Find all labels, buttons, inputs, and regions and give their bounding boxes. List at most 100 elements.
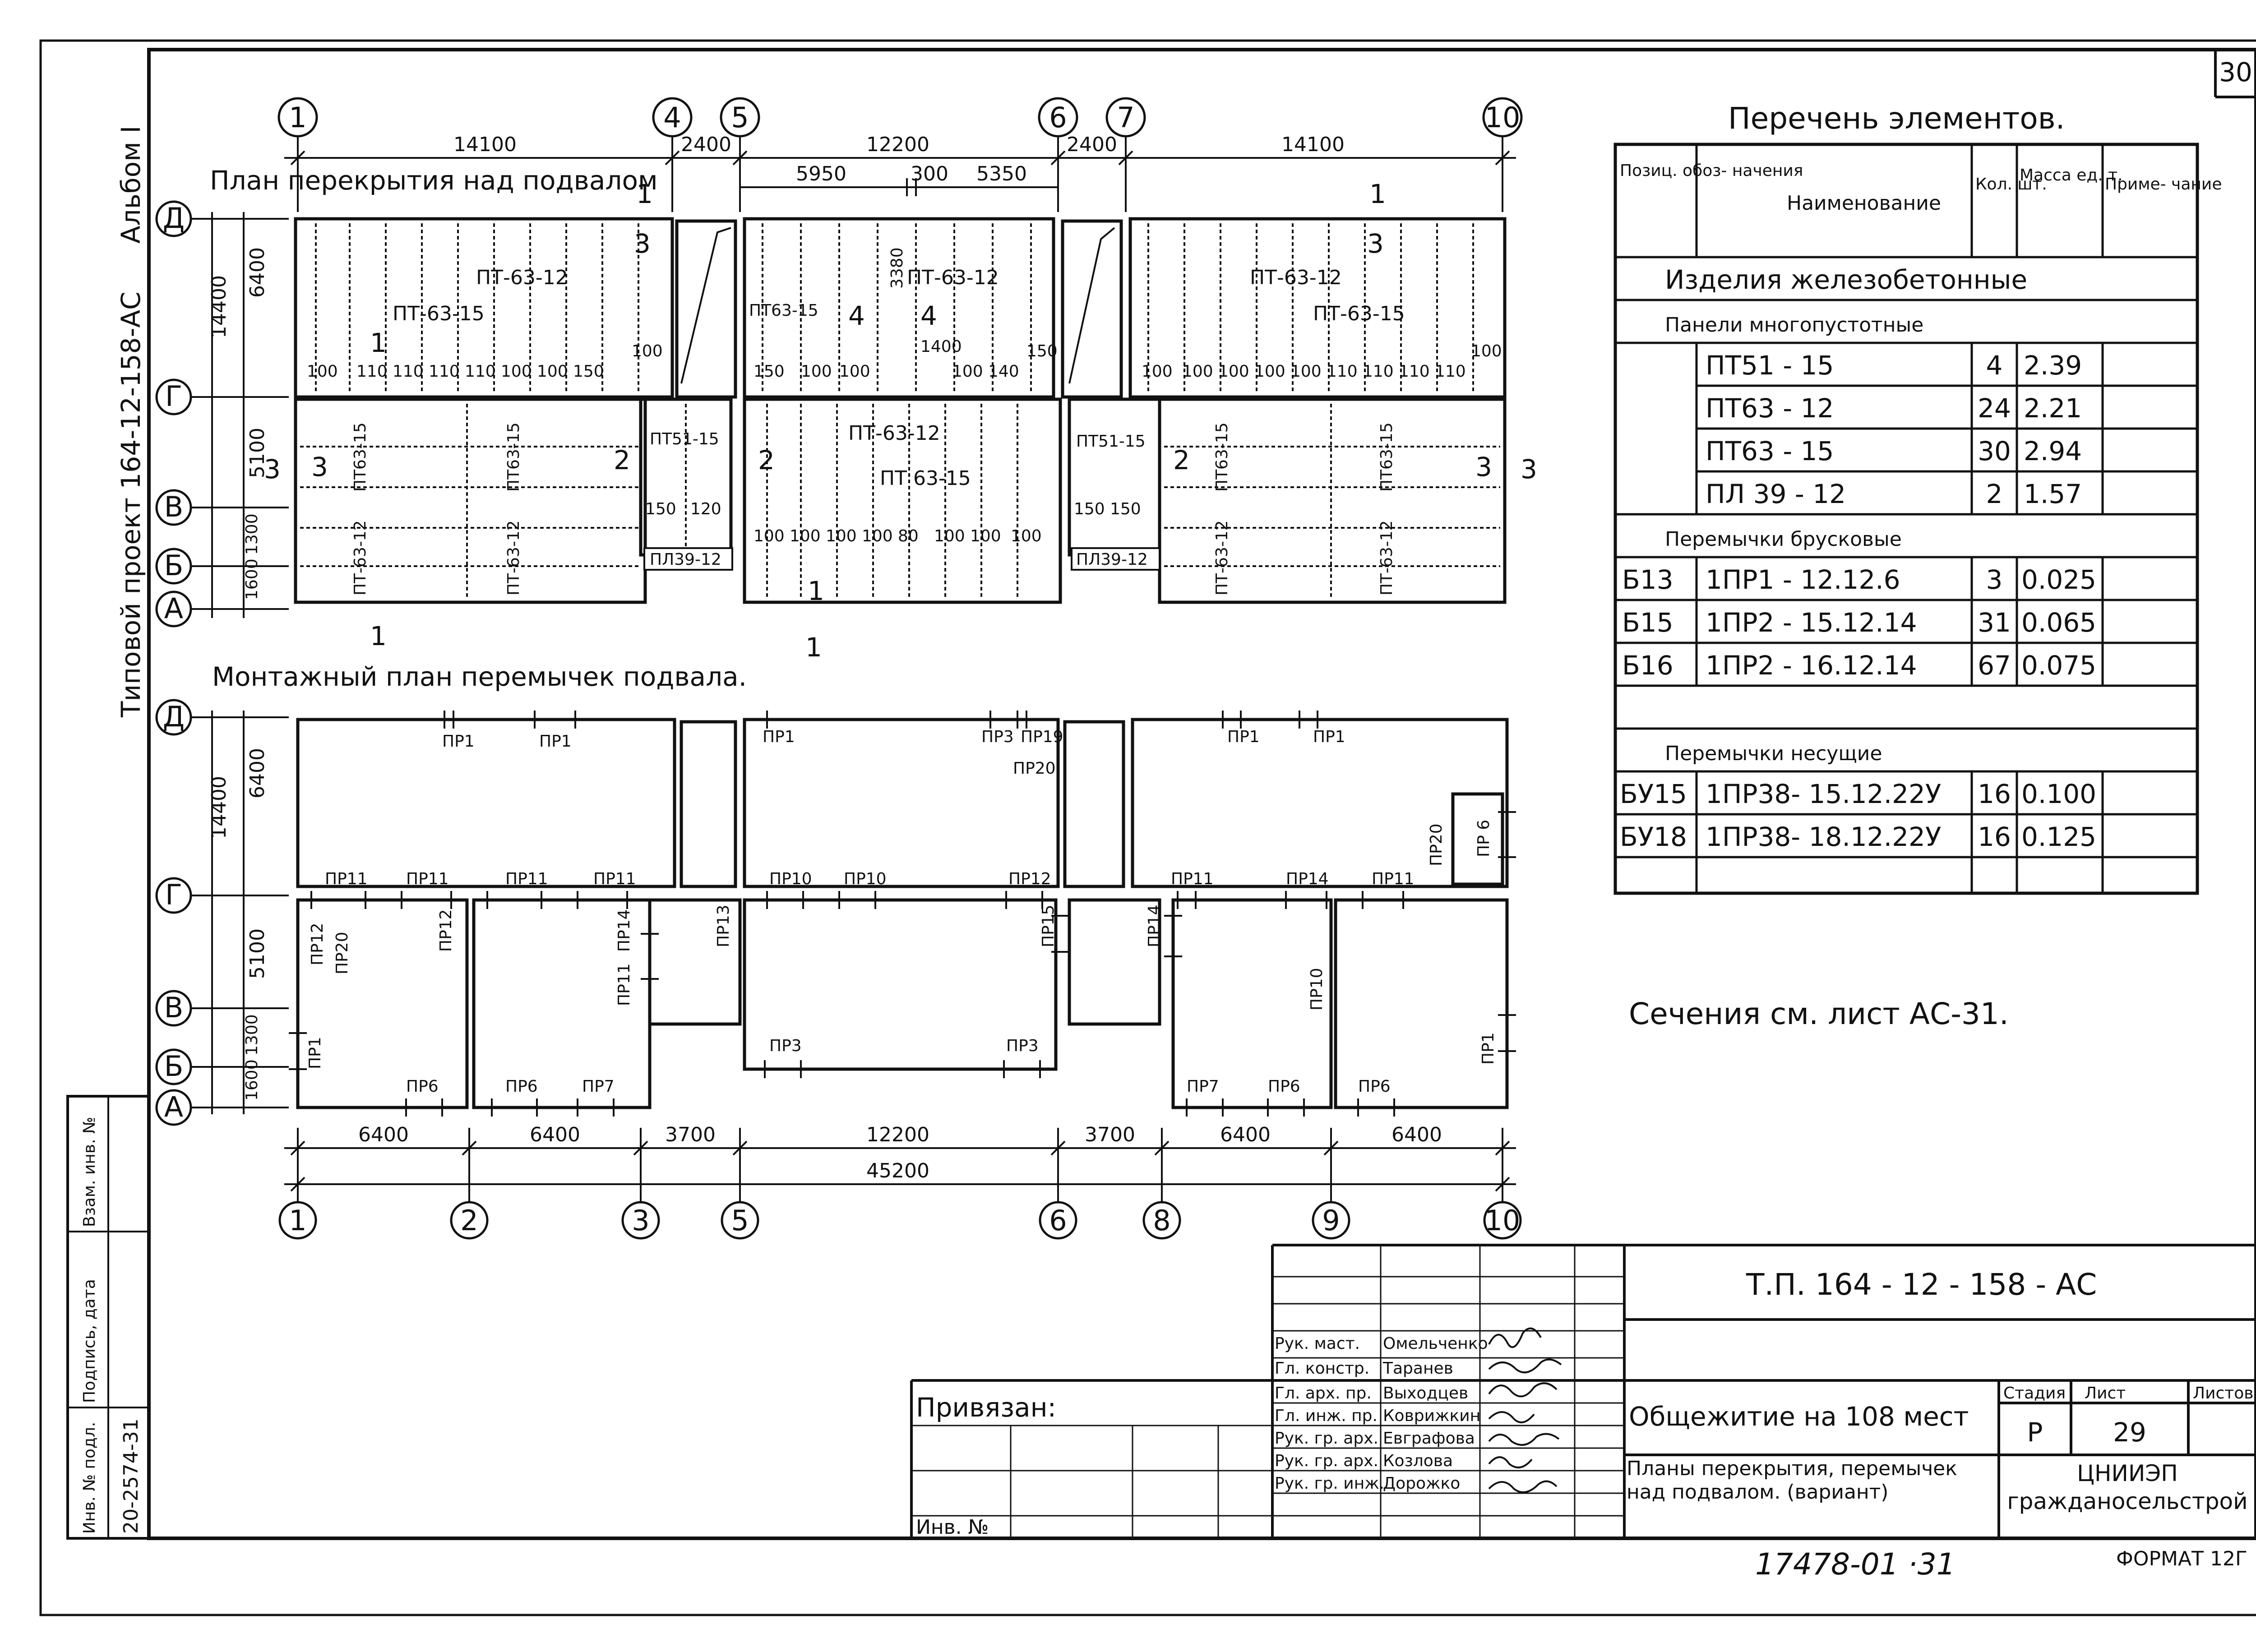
svg-text:1: 1 (805, 632, 822, 663)
svg-text:ПР19: ПР19 (1021, 728, 1063, 746)
svg-text:0.065: 0.065 (2021, 607, 2096, 638)
svg-text:ПР11: ПР11 (406, 870, 449, 888)
svg-text:Стадия: Стадия (2003, 1384, 2066, 1403)
svg-text:4: 4 (663, 101, 681, 134)
svg-text:29: 29 (2113, 1417, 2146, 1448)
svg-text:ПР15: ПР15 (1039, 904, 1058, 947)
svg-text:ПР7: ПР7 (1187, 1077, 1219, 1096)
svg-text:ПР11: ПР11 (1171, 870, 1214, 888)
svg-text:ПР14: ПР14 (1145, 904, 1164, 947)
svg-text:100: 100 (1254, 362, 1285, 381)
svg-text:6: 6 (1049, 101, 1067, 134)
svg-text:100: 100 (1471, 342, 1502, 360)
svg-text:80: 80 (898, 527, 919, 545)
sheet-number: 30 (2219, 57, 2252, 88)
svg-text:Коврижкин: Коврижкин (1383, 1407, 1480, 1425)
svg-text:Кол. шт.: Кол. шт. (1975, 175, 2047, 194)
svg-text:30: 30 (1978, 436, 2011, 466)
svg-text:ПР3: ПР3 (769, 1037, 802, 1055)
svg-text:ПР6: ПР6 (406, 1077, 439, 1096)
spec-table: Перечень элементов. (1613, 101, 2222, 895)
svg-text:ПЛ39-12: ПЛ39-12 (1076, 550, 1148, 569)
svg-text:120: 120 (690, 500, 721, 518)
svg-text:6400: 6400 (530, 1123, 580, 1146)
svg-text:14100: 14100 (453, 133, 517, 156)
svg-text:300: 300 (911, 162, 948, 185)
tb-sheet-title: Планы перекрытия, перемычек над подвалом… (1627, 1457, 1957, 1504)
svg-text:ПТ-63-12: ПТ-63-12 (504, 520, 523, 595)
svg-text:150: 150 (1110, 500, 1141, 518)
svg-text:ПР6: ПР6 (1358, 1077, 1391, 1096)
svg-text:16: 16 (1978, 821, 2011, 852)
tb-inv: Инв. № (916, 1516, 989, 1539)
svg-text:ПТ-63-12: ПТ-63-12 (848, 422, 940, 445)
svg-text:10: 10 (1485, 101, 1521, 134)
plan1-title: План перекрытия над подвалом (210, 165, 658, 196)
outer-frame (39, 39, 2256, 1616)
svg-text:Рук. гр. арх.: Рук. гр. арх. (1275, 1429, 1378, 1448)
project-caption: Типовой проект 164-12-158-АС (116, 291, 146, 718)
svg-text:ПР12: ПР12 (1008, 870, 1051, 888)
svg-text:10: 10 (1485, 1204, 1521, 1237)
svg-text:100: 100 (952, 362, 983, 381)
svg-text:100: 100 (839, 362, 870, 381)
svg-text:2.21: 2.21 (2024, 393, 2082, 424)
svg-text:16: 16 (1978, 779, 2011, 809)
svg-text:5100: 5100 (246, 428, 269, 478)
svg-text:ПТ51 - 15: ПТ51 - 15 (1706, 350, 1834, 381)
svg-text:ПТ 63-15: ПТ 63-15 (880, 467, 971, 490)
svg-text:Козлова: Козлова (1383, 1452, 1453, 1470)
svg-text:110: 110 (465, 362, 496, 381)
svg-text:3: 3 (1475, 452, 1492, 482)
svg-text:Б: Б (164, 549, 184, 582)
svg-text:2: 2 (1173, 445, 1190, 475)
svg-text:110: 110 (429, 362, 460, 381)
svg-text:6400: 6400 (1220, 1123, 1271, 1146)
svg-text:1ПР1 - 12.12.6: 1ПР1 - 12.12.6 (1706, 564, 1900, 595)
signatures (1488, 1327, 1562, 1493)
panel-joints-lower (300, 404, 1500, 598)
svg-text:4: 4 (848, 300, 865, 331)
svg-text:ПР14: ПР14 (1286, 870, 1329, 888)
svg-text:Омельченко: Омельченко (1383, 1334, 1488, 1353)
svg-text:Б15: Б15 (1622, 607, 1674, 638)
svg-text:100: 100 (1290, 362, 1322, 381)
plan-lintels: Монтажный план перемычек подвала. Д Г В … (155, 661, 1522, 1240)
svg-text:24: 24 (1978, 393, 2011, 424)
svg-text:ПТ63-15: ПТ63-15 (351, 422, 370, 492)
svg-text:12200: 12200 (866, 133, 929, 156)
stamp-number: 17478-01 ·31 (1755, 1547, 1956, 1582)
svg-text:150: 150 (1026, 342, 1058, 360)
svg-text:9: 9 (1322, 1204, 1340, 1237)
svg-text:ПР7: ПР7 (582, 1077, 615, 1096)
svg-text:110: 110 (1435, 362, 1466, 381)
svg-text:0.100: 0.100 (2021, 779, 2096, 809)
svg-text:2: 2 (460, 1204, 478, 1237)
svg-text:7: 7 (1117, 101, 1134, 134)
svg-text:3: 3 (1521, 454, 1537, 485)
svg-text:4: 4 (1986, 350, 2003, 381)
svg-text:1: 1 (289, 1204, 306, 1237)
svg-text:3: 3 (311, 452, 328, 482)
svg-text:Наименование: Наименование (1787, 192, 1941, 215)
svg-text:1: 1 (636, 179, 653, 209)
svg-text:Гл. констр.: Гл. констр. (1275, 1359, 1369, 1378)
svg-text:ПТ63 - 12: ПТ63 - 12 (1706, 393, 1834, 424)
svg-text:6: 6 (1049, 1204, 1067, 1237)
svg-text:ПТ63-15: ПТ63-15 (1378, 422, 1396, 492)
svg-text:100: 100 (862, 527, 893, 545)
svg-text:1ПР2 - 16.12.14: 1ПР2 - 16.12.14 (1706, 650, 1917, 681)
svg-text:31: 31 (1978, 607, 2011, 638)
svg-text:1: 1 (808, 576, 824, 606)
svg-text:1: 1 (289, 101, 306, 134)
svg-text:8: 8 (1153, 1204, 1170, 1237)
svg-text:1: 1 (370, 621, 387, 651)
svg-text:Лист: Лист (2085, 1384, 2126, 1403)
tb-bound: Привязан: (916, 1392, 1056, 1423)
svg-text:100: 100 (790, 527, 821, 545)
svg-text:3: 3 (1986, 564, 2003, 595)
svg-text:ПР14: ПР14 (615, 909, 633, 952)
svg-text:ПТ63 - 15: ПТ63 - 15 (1706, 436, 1834, 466)
svg-text:3: 3 (634, 228, 651, 259)
inner-frame (147, 48, 2256, 1540)
